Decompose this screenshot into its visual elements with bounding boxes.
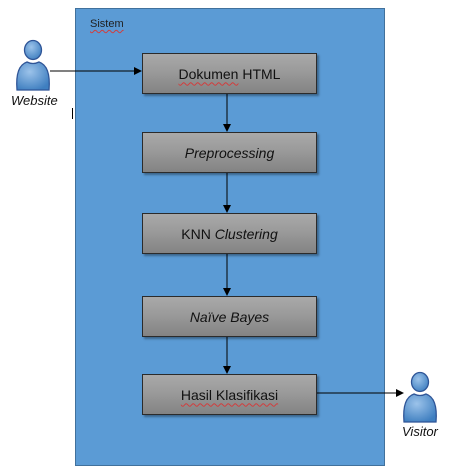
website-actor	[11, 38, 55, 94]
step-label-word: HTML	[238, 65, 281, 82]
text-cursor	[72, 108, 73, 119]
website-label: Website	[11, 93, 58, 108]
step-knn-clustering: KNN Clustering	[142, 213, 317, 254]
step-label: Naïve Bayes	[189, 308, 270, 325]
step-label: Dokumen HTML	[179, 66, 281, 82]
step-label: Preprocessing	[184, 144, 275, 161]
step-dokumen-html: Dokumen HTML	[142, 53, 317, 94]
person-icon	[403, 371, 437, 423]
step-label: Hasil Klasifikasi	[180, 386, 279, 403]
step-hasil-klasifikasi: Hasil Klasifikasi	[142, 374, 317, 415]
step-label: KNN Clustering	[181, 225, 278, 242]
person-icon	[16, 39, 50, 91]
visitor-label: Visitor	[402, 424, 438, 439]
step-naive-bayes: Naïve Bayes	[142, 296, 317, 337]
visitor-actor	[398, 370, 442, 426]
step-label-word: Dokumen	[178, 65, 239, 82]
step-preprocessing: Preprocessing	[142, 132, 317, 173]
system-label: Sistem	[90, 18, 124, 30]
